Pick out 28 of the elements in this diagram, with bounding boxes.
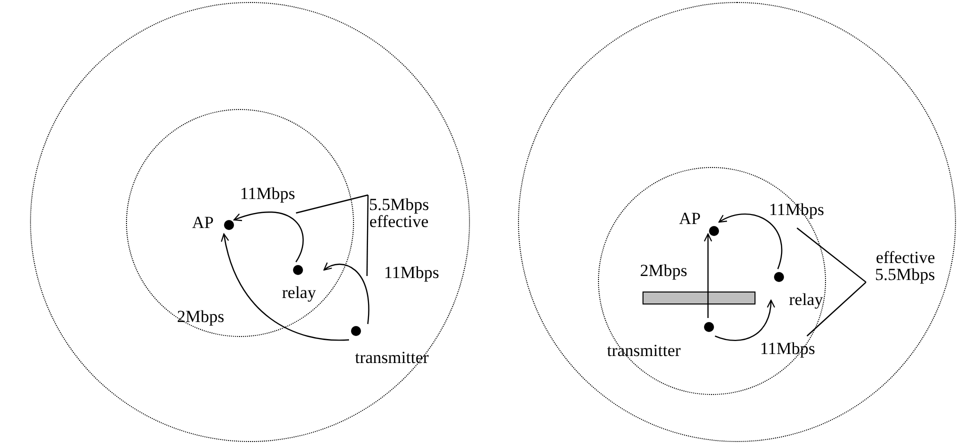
leader-line [806, 282, 866, 336]
arrow [221, 233, 350, 341]
edge-label: 11Mbps [760, 340, 816, 357]
arrow [714, 300, 775, 342]
leader-line [296, 194, 368, 214]
station-label: AP [679, 210, 701, 227]
arrow [323, 262, 370, 324]
range-circle [30, 2, 470, 442]
range-circle [518, 2, 956, 442]
station-label: relay [789, 291, 823, 308]
annotation-label: effective 5.5Mbps [867, 249, 935, 285]
leader-line [366, 195, 369, 276]
range-circle [126, 109, 354, 337]
edge-label: 11Mbps [240, 185, 296, 202]
edge-label: 11Mbps [769, 201, 824, 218]
annotation-label: 5.5Mbps effective [369, 196, 429, 232]
station-label: transmitter [607, 342, 681, 359]
station-label: AP [192, 214, 214, 231]
range-circle [598, 167, 826, 395]
station-label: relay [282, 284, 316, 301]
edge-label: 11Mbps [384, 264, 440, 281]
leader-line [796, 228, 866, 283]
arrow [718, 214, 782, 270]
arrow [704, 233, 712, 318]
edge-label: 2Mbps [640, 262, 688, 279]
edge-label: 2Mbps [177, 308, 224, 325]
station-label: transmitter [355, 349, 429, 366]
arrow [233, 212, 304, 262]
